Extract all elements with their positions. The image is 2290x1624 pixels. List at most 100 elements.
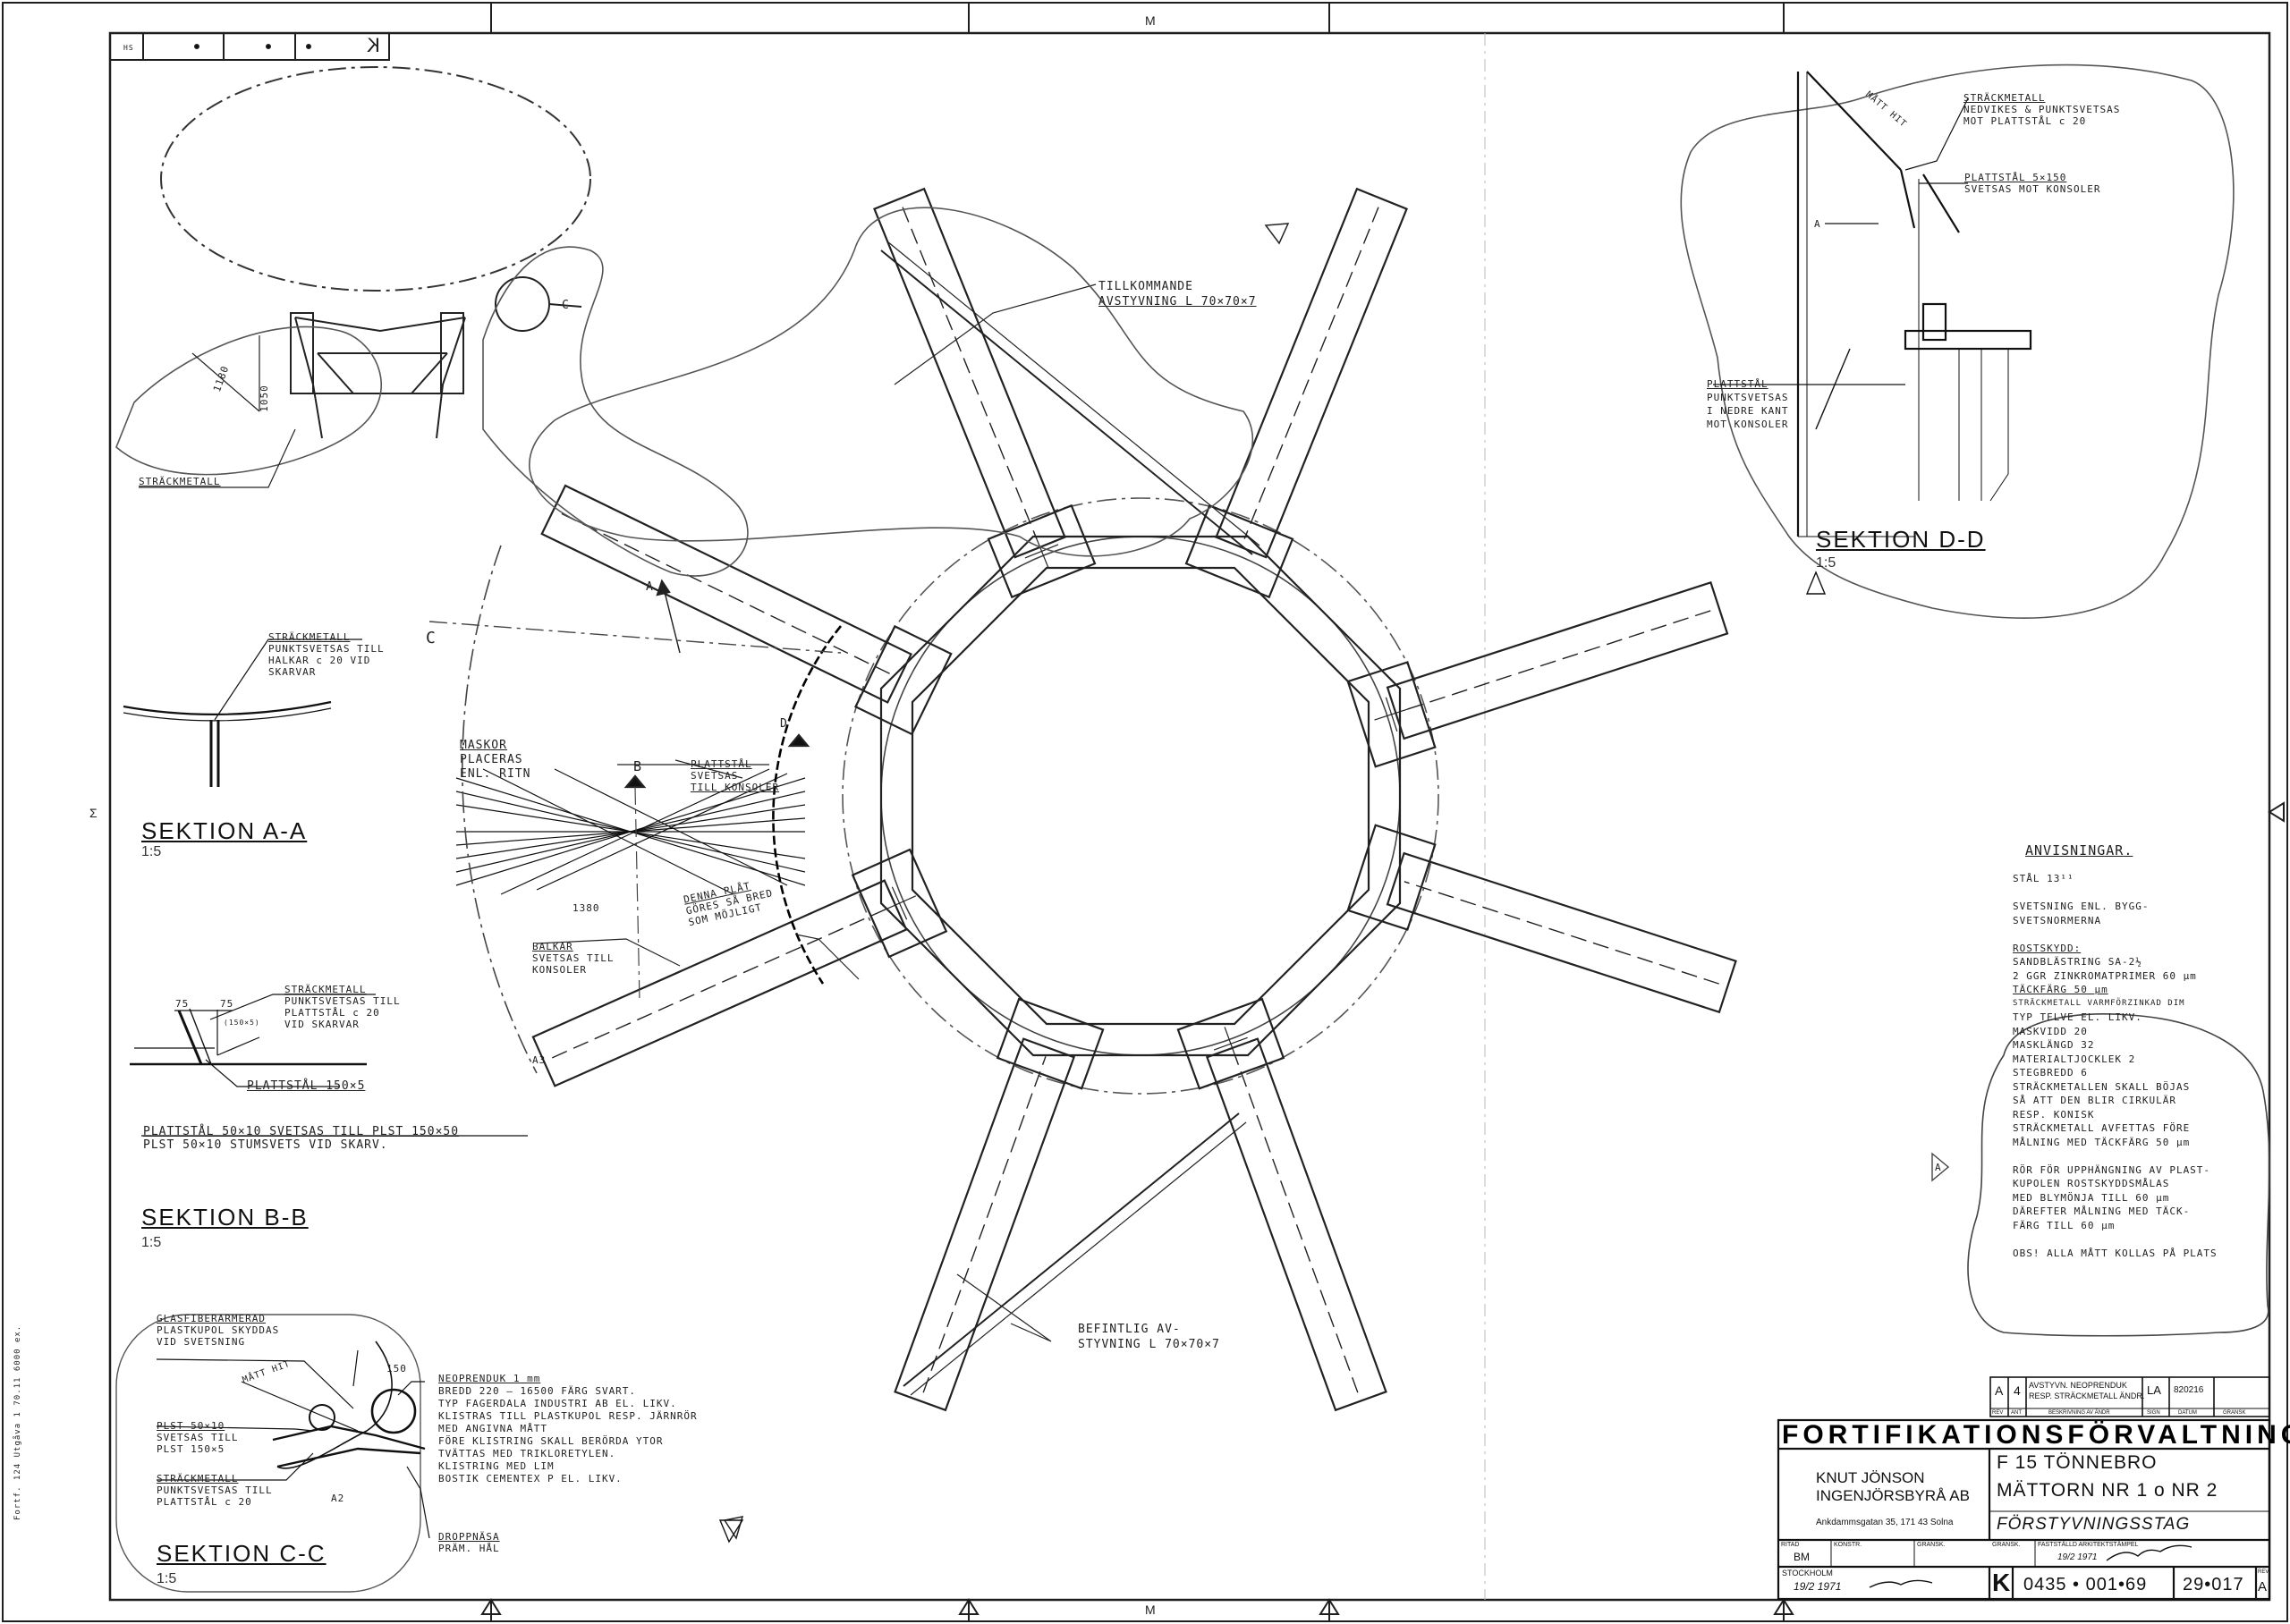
spoke [1176,997,1387,1412]
upper-label-strack: STRÄCKMETALL [139,476,221,487]
rev-ant: 4 [2014,1383,2021,1398]
spoke [540,484,953,736]
lbl-gransk: GRANSK. [1917,1542,1946,1548]
upper-dim-1050: 1050 [258,385,270,412]
spoke [1184,187,1408,599]
company-name-2: INGENJÖRSBYRÅ AB [1816,1487,1970,1504]
section-cc-note-neopren: NEOPRENDUK 1 mm BREDD 220 – 16500 FÄRG S… [438,1373,698,1484]
lbl-konstr: KONSTR. [1834,1542,1862,1548]
code-letter: K [1992,1569,2011,1596]
lbl-ritad: RITAD [1781,1542,1800,1548]
place-label: STOCKHOLM [1782,1569,1833,1577]
section-cc-note-plst: PLST 50×10 SVETSAS TILL PLST 150×5 [157,1420,239,1455]
rev-text: AVSTYVN. NEOPRENDUK RESP. STRÄCKMETALL Ä… [2029,1381,2145,1400]
pipe-circle-1 [309,1404,335,1431]
section-dd-title: SEKTION D-D [1816,526,1986,553]
section-dd-note-plattstal-top: PLATTSTÅL 5×150 SVETSAS MOT KONSOLER [1964,172,2101,195]
label-maskor: MASKOR PLACERAS ENL. RITN [460,739,531,781]
spoke [1346,580,1729,768]
plan-marker-c: C [426,629,437,647]
code-sheet: 29•017 [2183,1575,2244,1594]
section-bb-dim-slant: (150×5) [224,1019,260,1027]
rev-letter: A [1995,1383,2004,1398]
section-dd-note-plattstal-low: PLATTSTÅL PUNKTSVETSAS I NEDRE KANT MOT … [1707,378,1789,430]
inner-ring-circle [880,536,1401,1056]
section-cc [115,1314,744,1593]
brace-lower [903,1112,1240,1387]
place-date: 19/2 1971 [1794,1580,1842,1593]
spoke [894,997,1105,1412]
corner-code-box [109,32,390,61]
rev-hdr-rev: REV [1992,1410,2004,1416]
section-cc-marker-a2: A2 [331,1493,345,1504]
section-bb-title: SEKTION B-B [141,1204,309,1231]
plan-dim-1380: 1380 [572,902,600,914]
rev-date: 820216 [2174,1385,2204,1395]
plan-view [428,187,1737,1540]
lbl-rev: REV [2258,1569,2269,1575]
pipe-circle-2 [370,1388,417,1434]
grid-letter-top: M [1145,13,1156,28]
rev-hdr-ant: ANT [2011,1410,2022,1416]
brace-upper [880,250,1253,555]
grid-letter-left: Σ [89,806,98,820]
section-cc-note-dropp: DROPPNÄSA PRÄM. HÅL [438,1531,500,1554]
upper-left-detail [115,66,749,577]
plan-marker-b: B [633,758,643,774]
section-cc-note-glas: GLASFIBERARMERAD PLASTKUPOL SKYDDAS VID … [157,1313,280,1348]
rev-hdr-gransk: GRANSK [2223,1410,2246,1416]
mesh-hatch [455,768,806,895]
plan-marker-a: A [646,580,654,594]
rev-value: A [2258,1579,2268,1594]
spoke [1346,824,1737,1014]
rev-hdr-sign: SIGN [2147,1410,2160,1416]
section-cc-dim-150: 150 [386,1363,407,1374]
octagon-inner [911,566,1370,1026]
corner-code: K [367,34,380,56]
label-balkar: BALKAR SVETSAS TILL KONSOLER [532,941,615,976]
section-aa-curve [123,700,332,715]
dome-ellipse [160,66,591,292]
spoke [873,187,1097,599]
drawing-title: FÖRSTYVNINGSSTAG [1997,1515,2191,1534]
grid-letter-bottom: M [1145,1603,1156,1617]
anvisningar-marker: A [1935,1162,1942,1173]
project-line-2: MÄTTORN NR 1 o NR 2 [1997,1480,2218,1501]
section-aa-note: STRÄCKMETALL PUNKTSVETSAS TILL HALKAR c … [268,631,385,678]
section-bb-note-top: STRÄCKMETALL PUNKTSVETSAS TILL PLATTSTÅL… [284,984,401,1030]
section-bb-dim-75a: 75 [175,998,190,1010]
section-cc-note-strack: STRÄCKMETALL PUNKTSVETSAS TILL PLATTSTÅL… [157,1473,273,1508]
lbl-fastst: FASTSTÄLLD ARKITEKTSTÄMPEL [2038,1542,2139,1548]
rev-hdr-beskr: BESKRIVNING AV ÄNDR [2048,1410,2110,1416]
org-title: FORTIFIKATIONSFÖRVALTNINGEN [1782,1420,2290,1450]
rev-hdr-datum: DATUM [2178,1410,2197,1416]
section-dd-marker-a: A [1814,218,1821,230]
rev-sign: LA [2147,1383,2161,1397]
section-bb-dim-75b: 75 [220,998,234,1010]
plan-marker-d: D [780,717,788,731]
company-name-1: KNUT JÖNSON [1816,1469,1925,1486]
section-aa-title: SEKTION A-A [141,817,308,844]
label-plattstal-plan: PLATTSTÅL SVETSAS TILL KONSOLER [691,758,780,793]
label-befintlig: BEFINTLIG AV- STYVNING L 70×70×7 [1078,1323,1220,1351]
fastst-date: 19/2 1971 [2057,1552,2098,1562]
anvisningar-list: STÅL 13¹¹ ​ SVETSNING ENL. BYGG- SVETSNO… [2013,873,2218,1259]
outer-ring-circle [842,497,1439,1095]
section-cc-title: SEKTION C-C [157,1540,327,1567]
section-bb [130,994,528,1137]
title-block [1777,1418,2271,1601]
plan-marker-a3: A3 [532,1054,547,1066]
anvisningar-cloud [1931,1013,2270,1337]
section-dd-note-strack: STRÄCKMETALL NEDVIKES & PUNKTSVETSAS MOT… [1963,92,2121,127]
octagon-outer [879,535,1402,1057]
section-bb-scale: 1:5 [141,1235,162,1250]
margin-note: Fortf. 124 Utgåva 1 70.11 6000 ex. [13,1324,22,1520]
anvisningar-title: ANVISNINGAR. [2025,842,2133,859]
section-dd-cloud [1680,63,2235,619]
project-line-1: F 15 TÖNNEBRO [1997,1452,2158,1473]
section-cc-scale: 1:5 [157,1571,177,1586]
code-main: 0435 • 001•69 [2023,1575,2148,1594]
inner-border [108,31,2271,1602]
